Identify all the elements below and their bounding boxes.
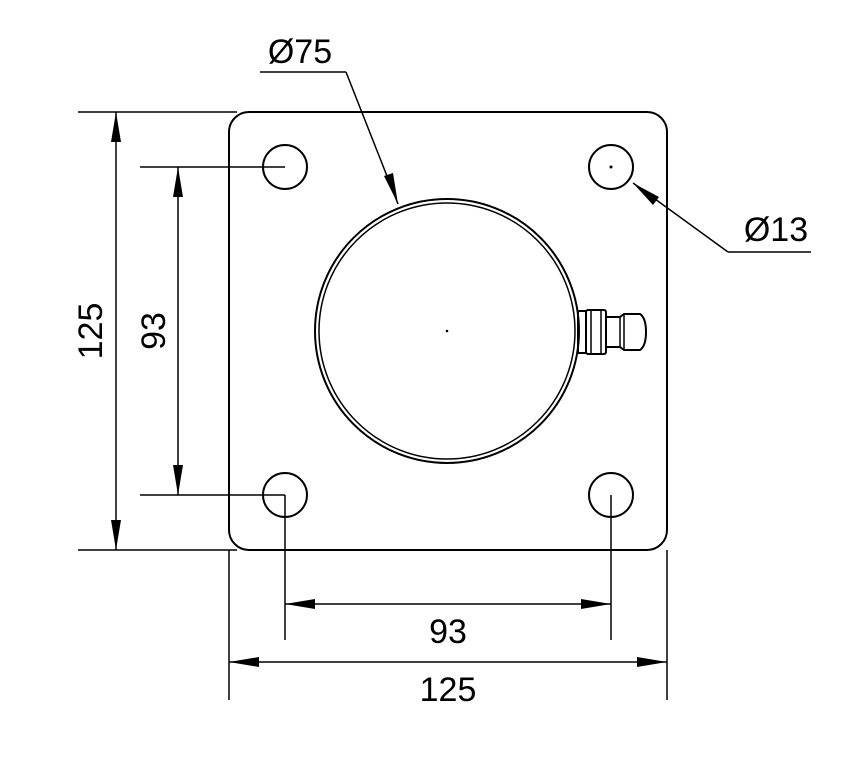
center-bore-label: Ø75 [268,33,332,71]
hole-spacing-horizontal-dimension [284,495,612,640]
mount-hole-leader [632,182,811,253]
outer-width-label: 125 [420,671,477,709]
mount-hole-center-dot [609,165,613,169]
mount-hole-label: Ø13 [744,211,808,249]
outer-width-dimension [228,550,668,700]
mount-hole-top-right [588,144,634,190]
hole-spacing-vertical-label: 93 [135,312,173,350]
base-plate [228,111,668,551]
outer-height-label: 125 [72,303,110,360]
hole-spacing-horizontal-label: 93 [429,613,467,651]
cable-connector [577,309,648,355]
center-bore-leader [260,71,399,205]
outer-height-dimension [78,111,237,551]
hole-spacing-vertical-dimension [140,166,285,496]
center-bore [314,198,580,464]
